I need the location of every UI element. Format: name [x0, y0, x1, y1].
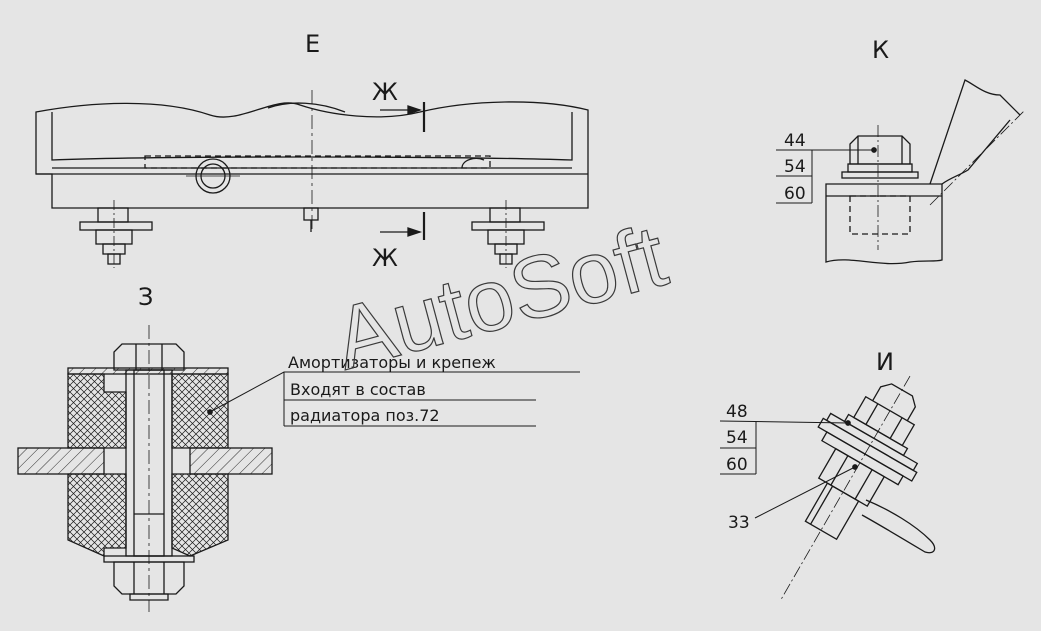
k-plate	[825, 183, 943, 190]
view-e: Е	[35, 30, 589, 272]
lower-right-cushion	[171, 473, 229, 557]
left-mount	[79, 200, 153, 268]
hidden-tube	[144, 155, 491, 169]
view-i-label: И	[876, 348, 894, 376]
k-callout-54: 54	[784, 157, 806, 177]
note-line-3: радиатора поз.72	[290, 406, 440, 425]
note-line-1: Амортизаторы и крепеж	[288, 353, 496, 372]
view-k: К	[776, 36, 1026, 265]
i-callout-33: 33	[728, 513, 750, 533]
k-strap-inner	[941, 119, 1011, 185]
k-callout-44: 44	[784, 131, 806, 151]
drain-plug	[303, 207, 319, 221]
upper-left-cushion	[67, 373, 127, 449]
i-nut-48	[872, 383, 917, 422]
k-hidden-bolt	[849, 195, 911, 235]
radiator-inner-outline	[51, 112, 573, 161]
corner-detail	[461, 157, 485, 169]
radiator-top-outline	[35, 101, 589, 209]
k-bracket-body	[825, 190, 943, 265]
k-washer-54	[847, 163, 913, 173]
view-e-label: Е	[305, 30, 320, 58]
note-line-2: Входят в состав	[290, 380, 426, 399]
k-washer-60	[841, 171, 919, 179]
i-bolt-tail	[804, 482, 860, 541]
section-mark-top: Ж	[372, 78, 398, 106]
lower-left-cushion	[67, 473, 127, 558]
upper-right-cushion	[171, 373, 229, 449]
view-z: З	[17, 283, 580, 612]
autosoft-watermark: AutoSoft	[324, 205, 676, 388]
view-i: И	[719, 348, 936, 602]
right-frame-plate	[189, 447, 273, 475]
i-callout-48: 48	[726, 402, 748, 422]
i-fastener	[779, 375, 919, 602]
k-strap-outer	[929, 79, 1021, 185]
section-mark-bottom: Ж	[372, 244, 398, 272]
i-callout-54: 54	[726, 428, 748, 448]
right-mount	[471, 200, 545, 268]
section-marker-bottom	[380, 212, 426, 240]
k-callout-60: 60	[784, 184, 806, 204]
top-washer	[67, 367, 229, 375]
section-marker-top	[380, 102, 426, 132]
view-z-label: З	[138, 283, 153, 311]
i-callout-60: 60	[726, 455, 748, 475]
i-leader-33	[754, 466, 856, 519]
i-strap	[861, 499, 936, 554]
view-k-label: К	[872, 36, 889, 64]
wave-detail	[267, 102, 346, 113]
left-frame-plate	[17, 447, 105, 475]
lower-nut	[113, 561, 185, 595]
bolt-head	[113, 343, 185, 371]
